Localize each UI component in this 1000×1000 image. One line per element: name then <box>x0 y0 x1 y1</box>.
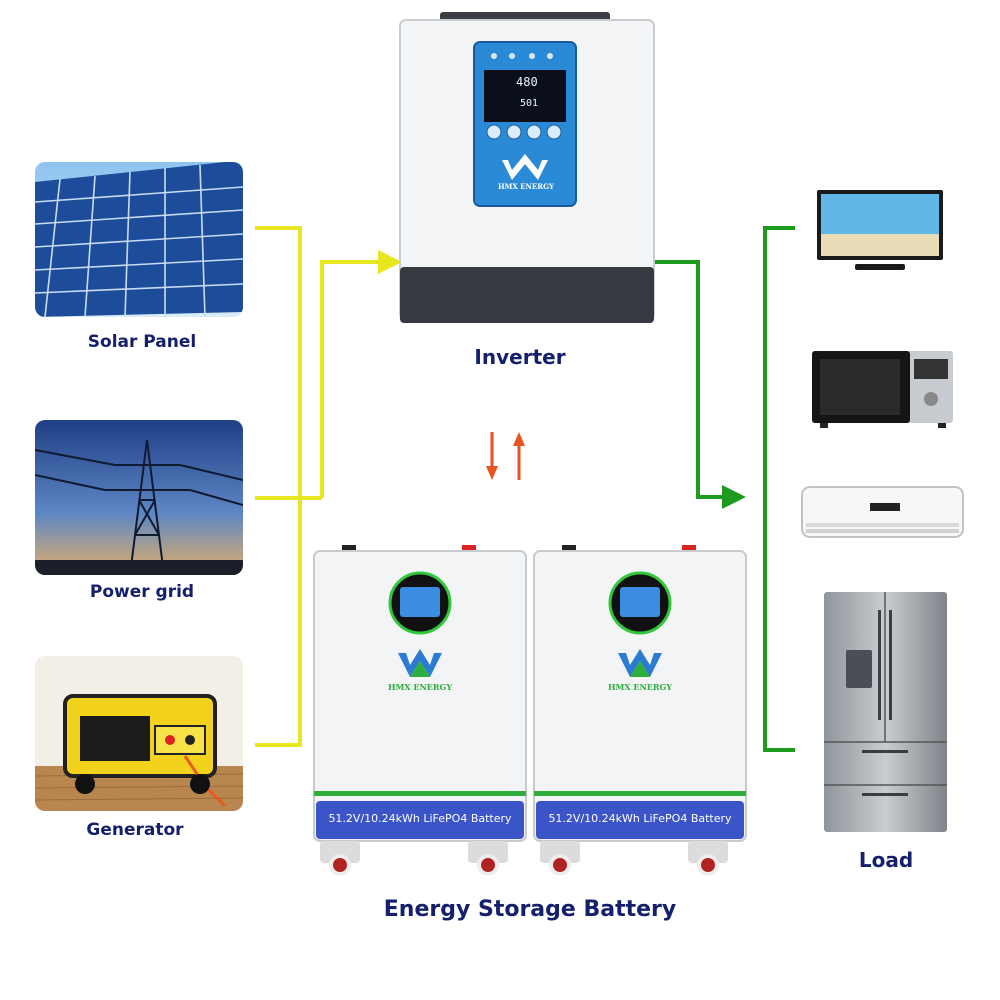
source-arrowhead <box>378 250 402 274</box>
load-arrowhead <box>722 485 746 509</box>
source-bus-line <box>255 226 302 747</box>
solar-panel-label: Solar Panel <box>87 332 197 352</box>
battery-2-spec: 51.2V/10.24kWh LiFePO4 Battery <box>548 812 732 825</box>
inverter-device: 480 501 HMX ENERGY <box>398 12 656 327</box>
solar-panel-image <box>35 162 243 317</box>
inverter-to-load-line <box>652 260 728 499</box>
tv-icon <box>815 188 945 276</box>
battery-flow-arrows <box>486 432 525 480</box>
source-to-inverter-line <box>320 260 380 498</box>
load-label: Load <box>858 848 914 872</box>
inverter-brand: HMX ENERGY <box>497 182 555 191</box>
inverter-display-reading: 480 <box>516 75 538 89</box>
source-lines <box>255 226 380 747</box>
power-grid-image <box>35 420 243 575</box>
battery-unit-2: HMX ENERGY 51.2V/10.24kWh LiFePO4 Batter… <box>532 545 748 875</box>
load-bus-line <box>763 226 795 752</box>
refrigerator-icon <box>822 590 949 835</box>
battery-label: Energy Storage Battery <box>383 897 677 922</box>
air-conditioner-icon <box>800 485 965 543</box>
load-lines <box>652 226 795 752</box>
battery-unit-1: HMX ENERGY 51.2V/10.24kWh LiFePO4 Batter… <box>312 545 528 875</box>
microwave-icon <box>810 347 955 429</box>
generator-label: Generator <box>86 820 184 840</box>
battery-1-spec: 51.2V/10.24kWh LiFePO4 Battery <box>328 812 512 825</box>
inverter-label: Inverter <box>474 345 566 369</box>
battery-1-brand: HMX ENERGY <box>387 682 453 692</box>
battery-2-brand: HMX ENERGY <box>607 682 673 692</box>
inverter-display-reading-2: 501 <box>520 98 539 109</box>
power-grid-label: Power grid <box>89 582 195 602</box>
generator-image <box>35 656 243 811</box>
